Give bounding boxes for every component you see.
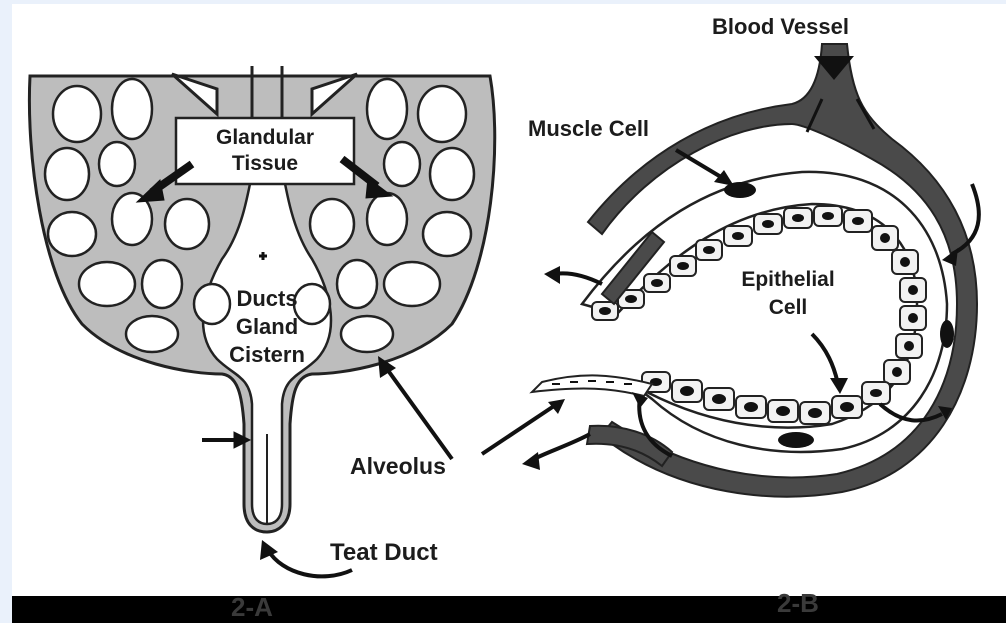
mammary-gland-diagram: Glandular Tissue Ducts Gland Cistern Tea… (12, 4, 1006, 623)
ducts-label: Ducts (236, 286, 297, 311)
figure-label-2a: 2-A (231, 592, 273, 622)
figure-label-2b: 2-B (777, 588, 819, 618)
muscle-cell-3 (940, 320, 954, 348)
bottom-bar (12, 596, 1006, 623)
teat-duct-label: Teat Duct (330, 539, 438, 566)
glandular-tissue-label-1: Glandular (216, 126, 314, 149)
glandular-tissue-label-2: Tissue (232, 152, 298, 175)
alveolus-label: Alveolus (350, 453, 446, 479)
blood-vessel-label: Blood Vessel (712, 14, 849, 39)
muscle-cell-2 (778, 432, 814, 448)
cistern-label: Cistern (229, 342, 305, 367)
muscle-cell-label: Muscle Cell (528, 116, 649, 141)
gland-label: Gland (236, 314, 298, 339)
epithelial-label-2: Cell (769, 296, 808, 319)
epithelial-label-1: Epithelial (741, 268, 834, 291)
